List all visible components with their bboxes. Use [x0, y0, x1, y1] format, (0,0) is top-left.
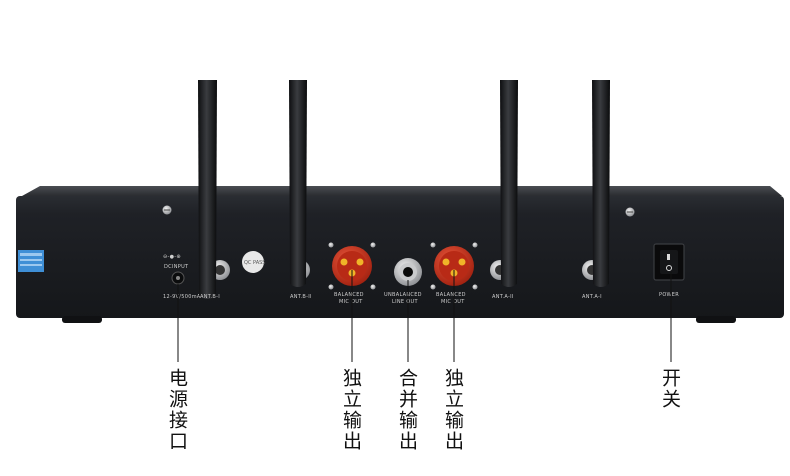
callout-mixed-out: 合并输出	[396, 368, 418, 452]
ant-label-3: ANT.A-II	[492, 294, 514, 300]
antenna-4	[592, 80, 610, 287]
balanced-label-2b: MIC OUT	[441, 299, 465, 305]
power-label: POWER	[659, 292, 679, 298]
balanced-label-1b: MIC OUT	[339, 299, 363, 305]
ant-label-1: ANT.B-I	[200, 294, 220, 300]
xlr-out-right: BALANCED MIC OUT	[430, 242, 478, 305]
callout-power-switch: 开关	[659, 368, 681, 410]
foot-right	[696, 316, 736, 323]
power-switch: POWER	[653, 243, 685, 298]
ant-label-2: ANT.B-II	[290, 294, 312, 300]
chassis-top-edge	[22, 186, 782, 196]
antenna-1	[198, 80, 217, 299]
unbalanced-line-out-jack: UNBALANCED LINE OUT	[384, 258, 422, 305]
screw-right	[625, 207, 635, 217]
callout-power-jack: 电源接口	[166, 368, 188, 452]
qc-sticker: QC PASS	[242, 251, 265, 273]
qc-sticker-text: QC PASS	[244, 260, 265, 266]
callout-balanced-out-right: 独立输出	[442, 368, 464, 452]
unbalanced-label-a: UNBALANCED	[384, 292, 422, 298]
dc-polarity-symbol: ⊖-●-⊕	[163, 254, 181, 260]
screw-left	[162, 205, 172, 215]
balanced-label-2a: BALANCED	[436, 292, 466, 298]
balanced-label-1a: BALANCED	[334, 292, 364, 298]
ant-label-4: ANT.A-I	[582, 294, 602, 300]
dc-input-label: DCINPUT	[164, 264, 189, 270]
foot-left	[62, 316, 102, 323]
dc-spec-label: 12-9V/500mA	[163, 294, 201, 300]
antenna-3	[500, 80, 518, 287]
unbalanced-label-b: LINE OUT	[392, 299, 418, 305]
antenna-2	[289, 80, 307, 287]
callout-balanced-out-left: 独立输出	[340, 368, 362, 452]
xlr-out-left: BALANCED MIC OUT	[328, 242, 376, 305]
